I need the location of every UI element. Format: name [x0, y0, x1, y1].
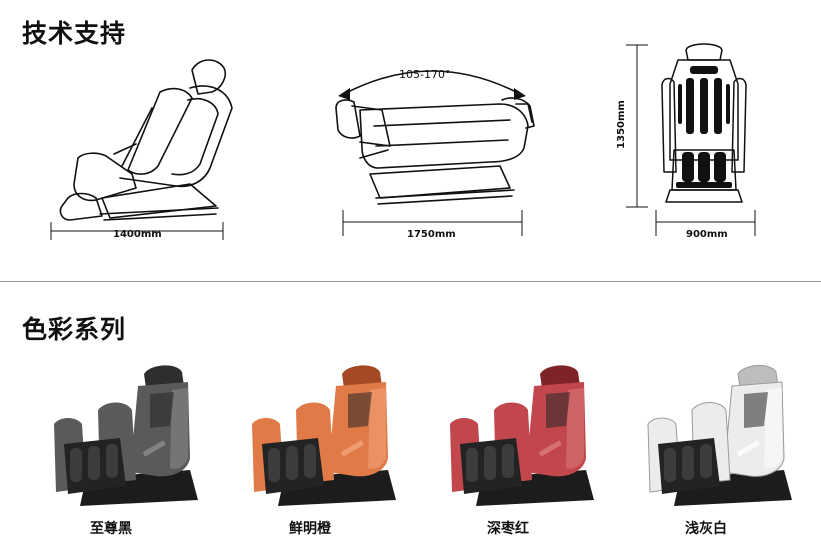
side-view-upright-chair	[59, 59, 233, 221]
chair-image-white	[647, 365, 792, 506]
dimension-line-1750	[342, 210, 523, 236]
tech-section-title: 技术支持	[22, 19, 127, 48]
chair-image-orange	[252, 365, 396, 506]
dimension-line-900	[655, 210, 756, 236]
dimension-label-900: 900mm	[686, 229, 728, 240]
dimension-line-1350	[626, 44, 648, 208]
dimension-label-1750: 1750mm	[407, 229, 456, 240]
dimension-line-1400	[50, 222, 224, 240]
recline-angle-arc	[338, 70, 526, 100]
recline-angle-label: 105-170°	[399, 68, 451, 81]
color-label-red: 深枣红	[487, 521, 529, 537]
color-label-orange: 鲜明橙	[289, 521, 331, 537]
color-label-white: 浅灰白	[685, 521, 727, 537]
chair-image-black	[54, 365, 198, 506]
colors-section-title: 色彩系列	[22, 315, 127, 344]
dimension-label-1350: 1350mm	[615, 100, 627, 149]
color-label-black: 至尊黑	[90, 521, 132, 537]
side-view-reclined-chair	[335, 97, 535, 205]
section-divider	[0, 281, 821, 282]
dimension-label-1400: 1400mm	[113, 229, 162, 240]
front-view-chair	[661, 43, 747, 203]
chair-image-red	[450, 365, 594, 506]
